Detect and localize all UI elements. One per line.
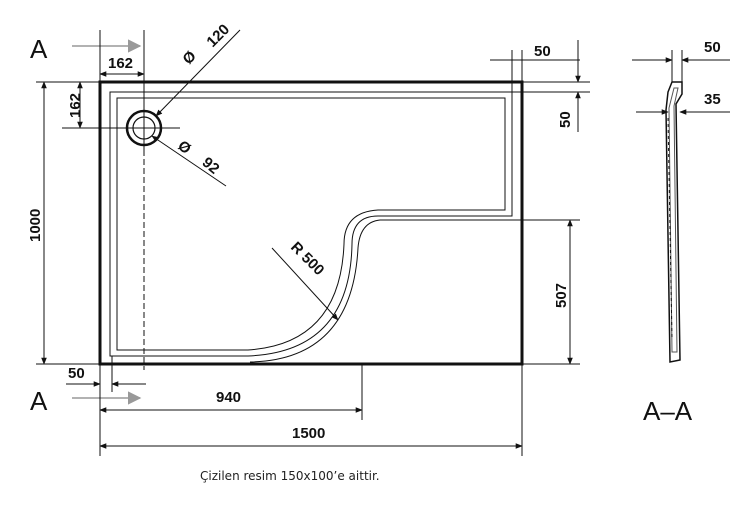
- r500-leader: [271, 247, 339, 321]
- dim-1500: 1500: [292, 425, 325, 442]
- tray-outer-outline: [98, 80, 524, 366]
- phi120-symbol: Ø: [179, 47, 200, 68]
- dim-507: 507: [553, 283, 570, 308]
- phi92-value: 92: [199, 154, 223, 178]
- plan-view: Ø 120 Ø 92 R 500: [98, 21, 524, 370]
- phi92-leader: [151, 135, 227, 187]
- tray-inner-rim-2: [116, 97, 506, 351]
- section-hatch: [667, 117, 673, 341]
- section-label: A–A: [643, 396, 693, 426]
- dim-50b: 50: [68, 365, 85, 382]
- caption: Çizilen resim 150x100’e aittir.: [200, 469, 380, 483]
- cutout-curve: [249, 219, 381, 363]
- section-profile: [665, 81, 683, 363]
- dim-162h: 162: [108, 55, 133, 72]
- phi120-value: 120: [203, 21, 233, 51]
- section-profile-inner: [668, 87, 679, 353]
- phi92-symbol: Ø: [174, 137, 194, 158]
- dim-1000: 1000: [27, 209, 44, 242]
- section-a-top: A: [30, 34, 48, 64]
- tray-inner-rim: [109, 91, 513, 357]
- sec-dim-50: 50: [704, 39, 721, 56]
- section-a-bottom: A: [30, 386, 48, 416]
- drain: [120, 108, 180, 370]
- dim-50h: 50: [534, 43, 551, 60]
- dim-50v: 50: [557, 111, 574, 128]
- section-view: 50 35 A–A: [632, 39, 730, 426]
- dim-162v: 162: [67, 93, 84, 118]
- phi120-leader: [155, 29, 241, 117]
- dim-940: 940: [216, 389, 241, 406]
- sec-dim-35: 35: [704, 91, 721, 108]
- r500-label: R 500: [287, 239, 327, 279]
